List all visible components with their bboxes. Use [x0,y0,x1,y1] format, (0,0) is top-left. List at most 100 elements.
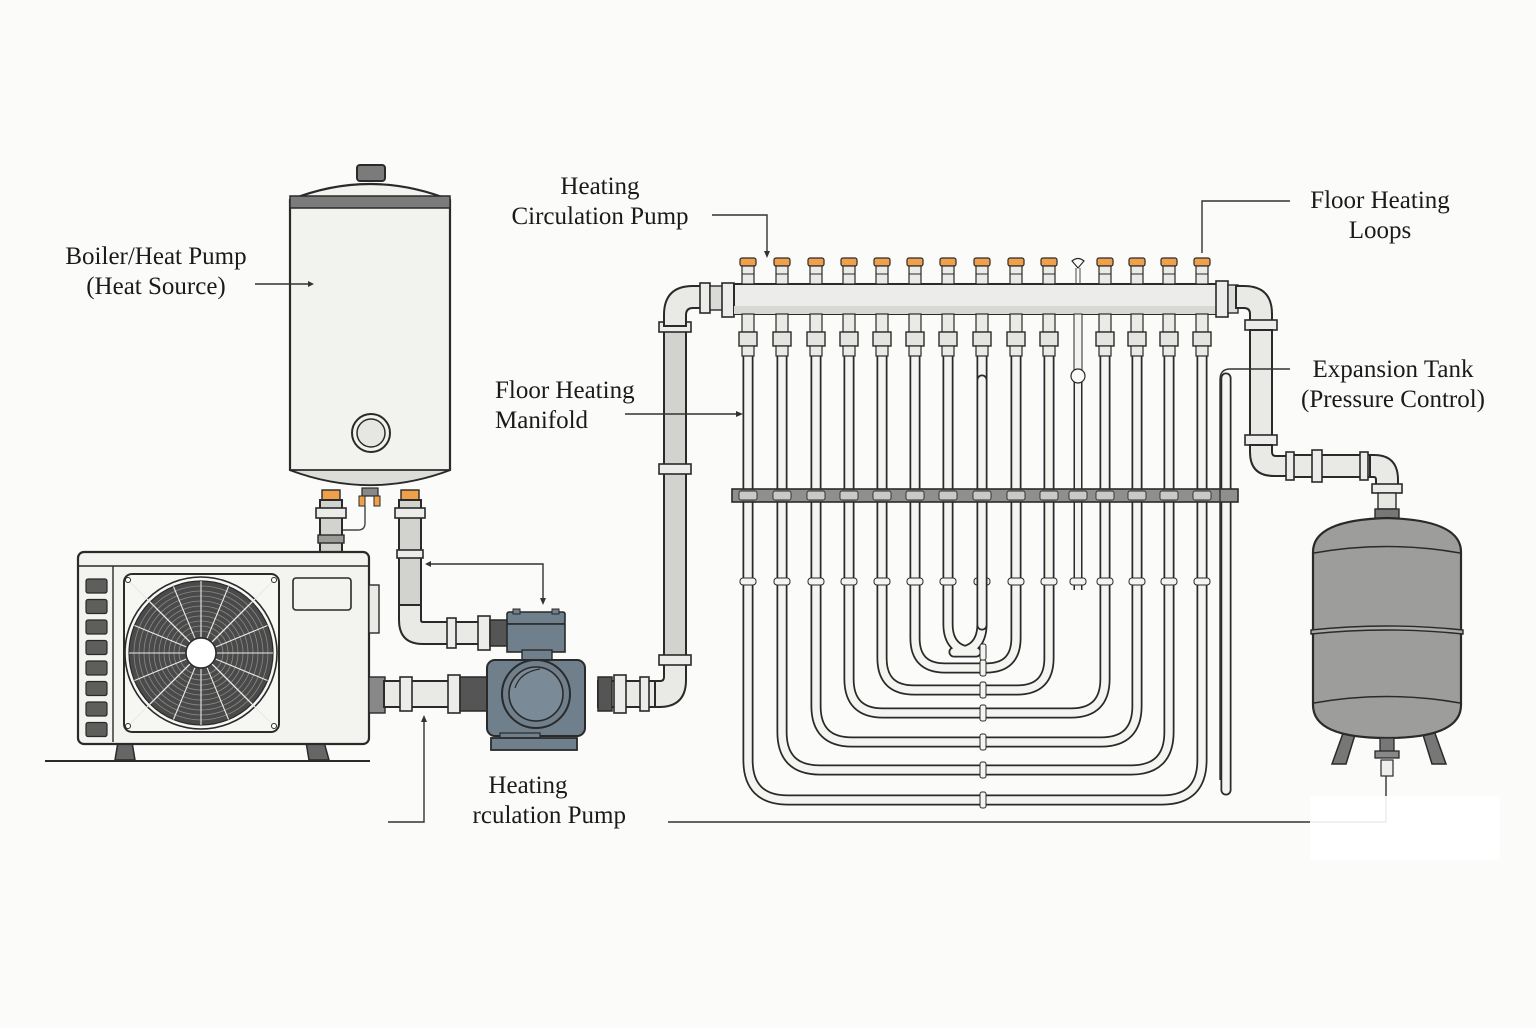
fitting-nut [938,331,958,347]
valve-cap-icon [939,257,957,267]
pipe-elbow [398,604,491,645]
fitting [809,313,823,333]
loop-clip [1128,577,1146,586]
floor-loops [739,350,1232,809]
rail-clip [1006,490,1026,501]
valve-body [1195,265,1209,285]
rail-clip [1095,490,1115,501]
manifold-port [872,257,892,357]
grille-spoke [172,667,196,720]
label-pump-top: Heating Circulation Pump [495,172,705,232]
label-line: Floor Heating [1310,187,1450,214]
label-heat-source: Boiler/Heat Pump (Heat Source) [46,242,266,302]
fitting-nut [905,331,925,347]
floor-loop [873,350,1058,699]
rail-clip [772,490,792,501]
grille-spoke [206,667,230,720]
manifold-port [938,257,958,357]
loop-pipe-outline [909,350,1022,674]
loop-pipe-fill [878,352,1053,694]
manifold-port [1159,257,1179,357]
vent-slot [85,680,108,697]
floor-loop [807,350,1146,751]
valve-body [908,265,922,285]
manifold-port [1006,257,1026,357]
valve-body [775,265,789,285]
manifold-port [1095,257,1115,357]
vent-slot [85,619,108,635]
label-line: (Pressure Control) [1301,386,1485,413]
valve-body [809,265,823,285]
fan-grille-icon [124,576,278,730]
rail-clip [806,490,826,501]
expansion-tank [1310,508,1464,777]
loop-pipe-fill [812,352,1141,746]
rail-clip [1159,490,1179,501]
valve-cap-icon [973,257,991,267]
rail-clip [1127,490,1147,501]
loop-pipe-fill [911,352,1020,672]
grille-screw [271,577,277,583]
grille-strut [127,579,202,654]
loop-clip [1160,577,1178,586]
fitting [775,313,789,333]
fitting-nut [1006,331,1026,347]
pipe-elbow [1369,454,1399,487]
tank-feed-pipe [1249,329,1273,441]
fitting [809,345,823,357]
valve-body [975,265,989,285]
loop-clip [807,577,825,586]
heat-pump-unit [45,550,386,762]
valve-cap-icon [1160,257,1178,267]
fitting [842,345,856,357]
vent-slot [85,578,108,594]
manifold-vent-valve [1071,257,1085,284]
loop-coupler [979,761,987,779]
rail-clip [872,490,892,501]
fitting-nut [1127,331,1147,347]
vent-bulb [1070,368,1086,384]
label-line: (Heat Source) [86,273,226,300]
pipe-elbow [663,285,706,327]
valve-cap-icon [1128,257,1146,267]
boiler-tank [288,164,452,611]
floor-loop [840,350,1114,722]
grille-strut [127,652,202,727]
grille-screw [125,577,131,583]
circulation-pump [486,608,586,751]
valve-cap-icon [773,257,791,267]
fitting-nut [1039,331,1059,347]
grille-screw [125,723,131,729]
fitting-nut [806,331,826,347]
loop-clip [773,577,791,586]
rail-clip [972,490,992,501]
fitting [908,345,922,357]
loop-coupler [979,659,987,677]
fitting [741,345,755,357]
label-line: Boiler/Heat Pump [65,243,247,270]
pump-motor-icon [508,666,564,722]
label-expansion-tank: Expansion Tank (Pressure Control) [1283,355,1503,415]
manifold-port [1192,257,1212,357]
fitting [1042,345,1056,357]
valve-cap-icon [906,257,924,267]
label-line: Circulation Pump [511,203,689,230]
fitting [1130,345,1144,357]
floor-loop [739,350,1211,809]
valve-body [1042,265,1056,285]
label-pump-bottom: Heating rculation Pump [428,771,628,831]
valve-body [1009,265,1023,285]
label-line: Loops [1348,217,1412,244]
fitting-nut [738,331,758,347]
rail-clip [1192,490,1212,501]
valve-cap-icon [1096,257,1114,267]
fan-hub [185,637,217,669]
valve-body [842,265,856,285]
valve-body [741,265,755,285]
valve-cap-icon [1040,257,1058,267]
grille-strut [200,579,275,654]
boiler-band [289,195,451,209]
loop-clip [739,577,757,586]
label-line: Heating [488,772,568,799]
pump-base [490,737,578,751]
